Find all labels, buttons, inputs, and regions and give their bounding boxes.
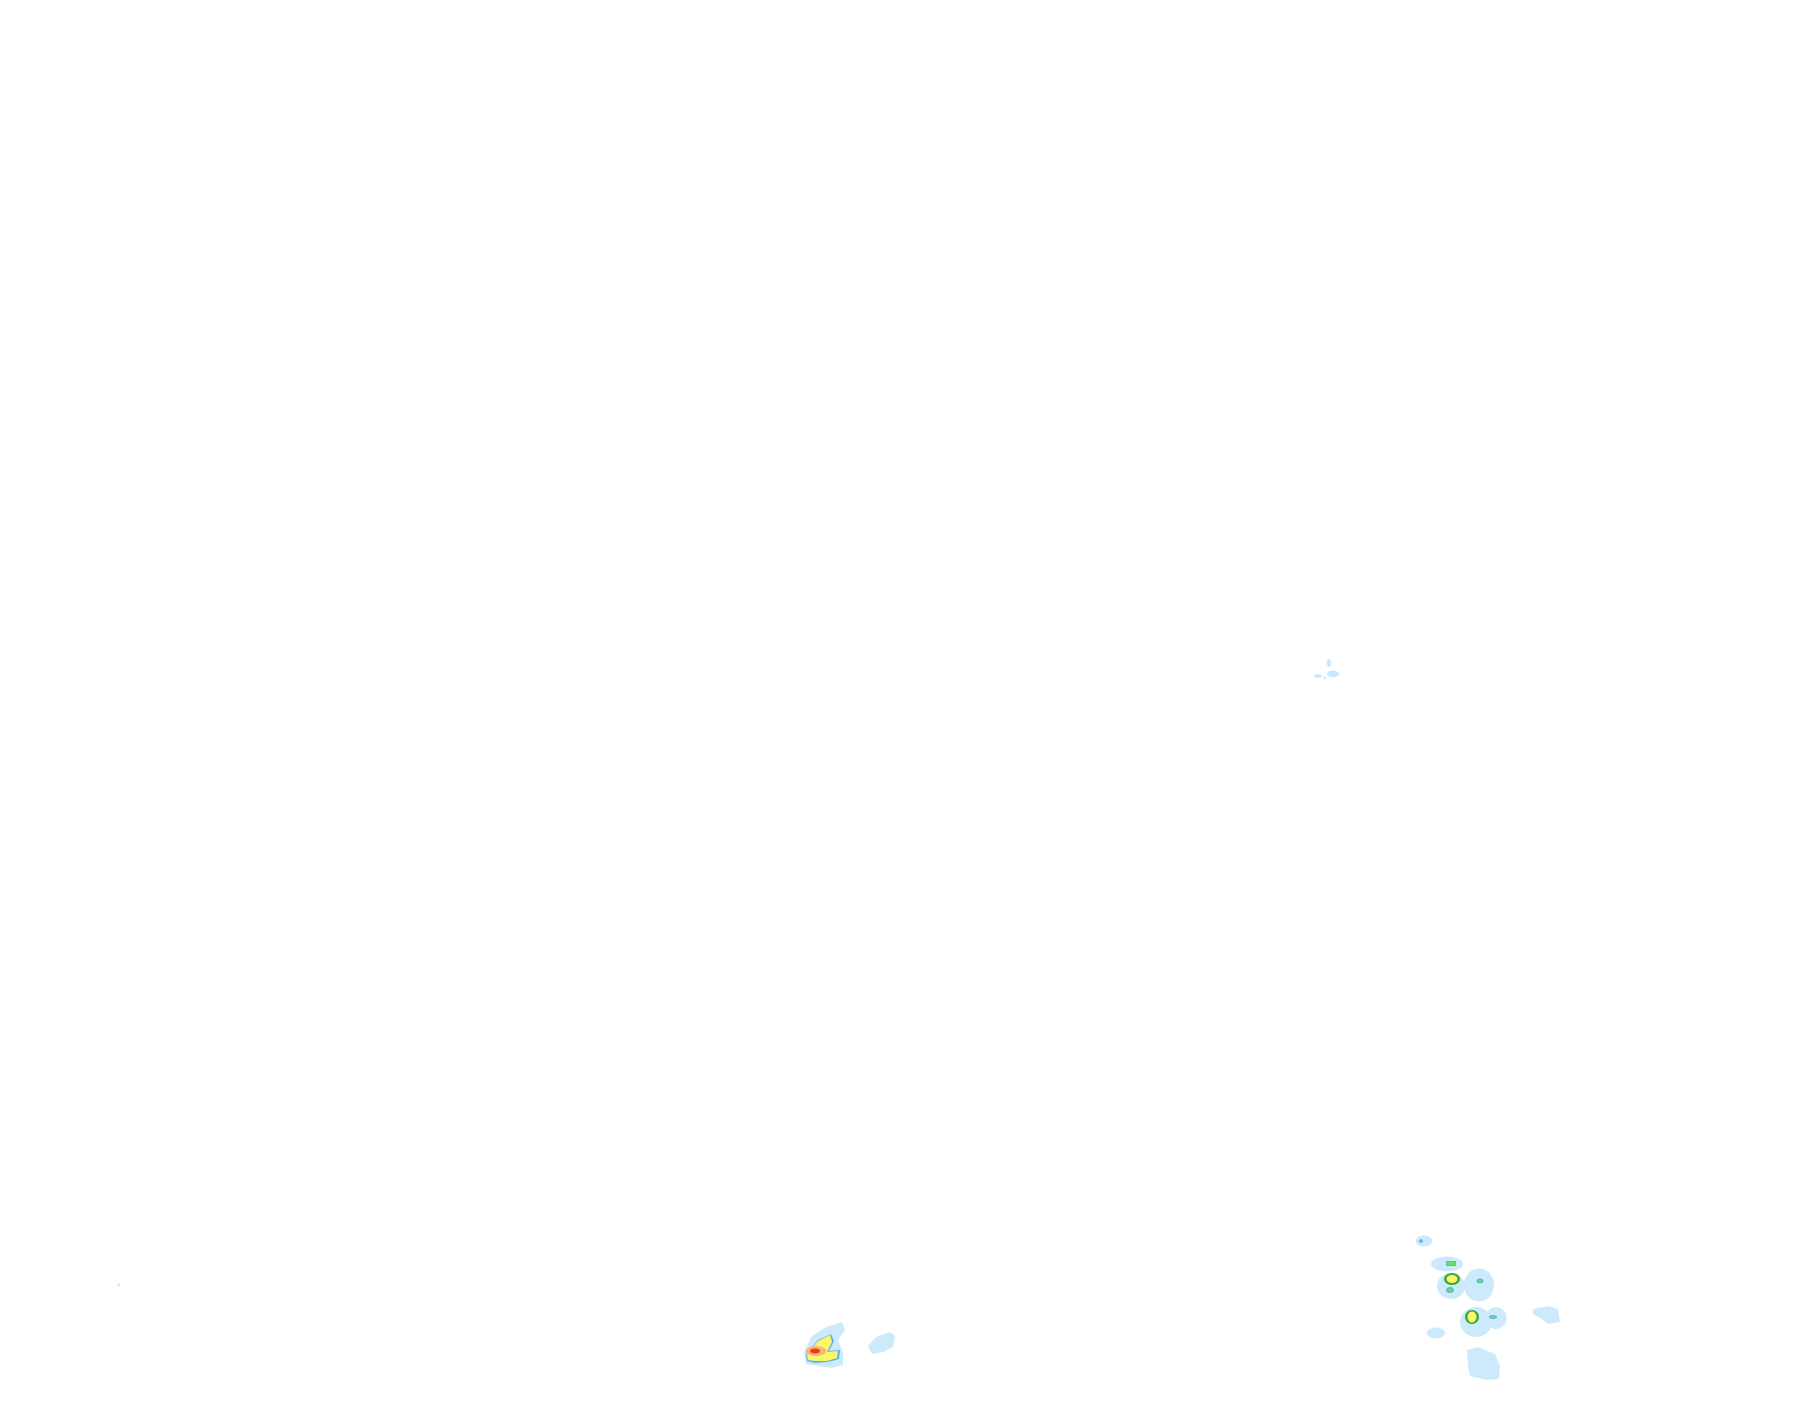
precip-cell-north [1314,659,1339,680]
precip-cell-southwest-east [868,1332,895,1354]
precip-cell-southwest [804,1322,845,1368]
precip-speck [117,1283,121,1287]
precip-cluster-southeast [1415,1235,1560,1380]
